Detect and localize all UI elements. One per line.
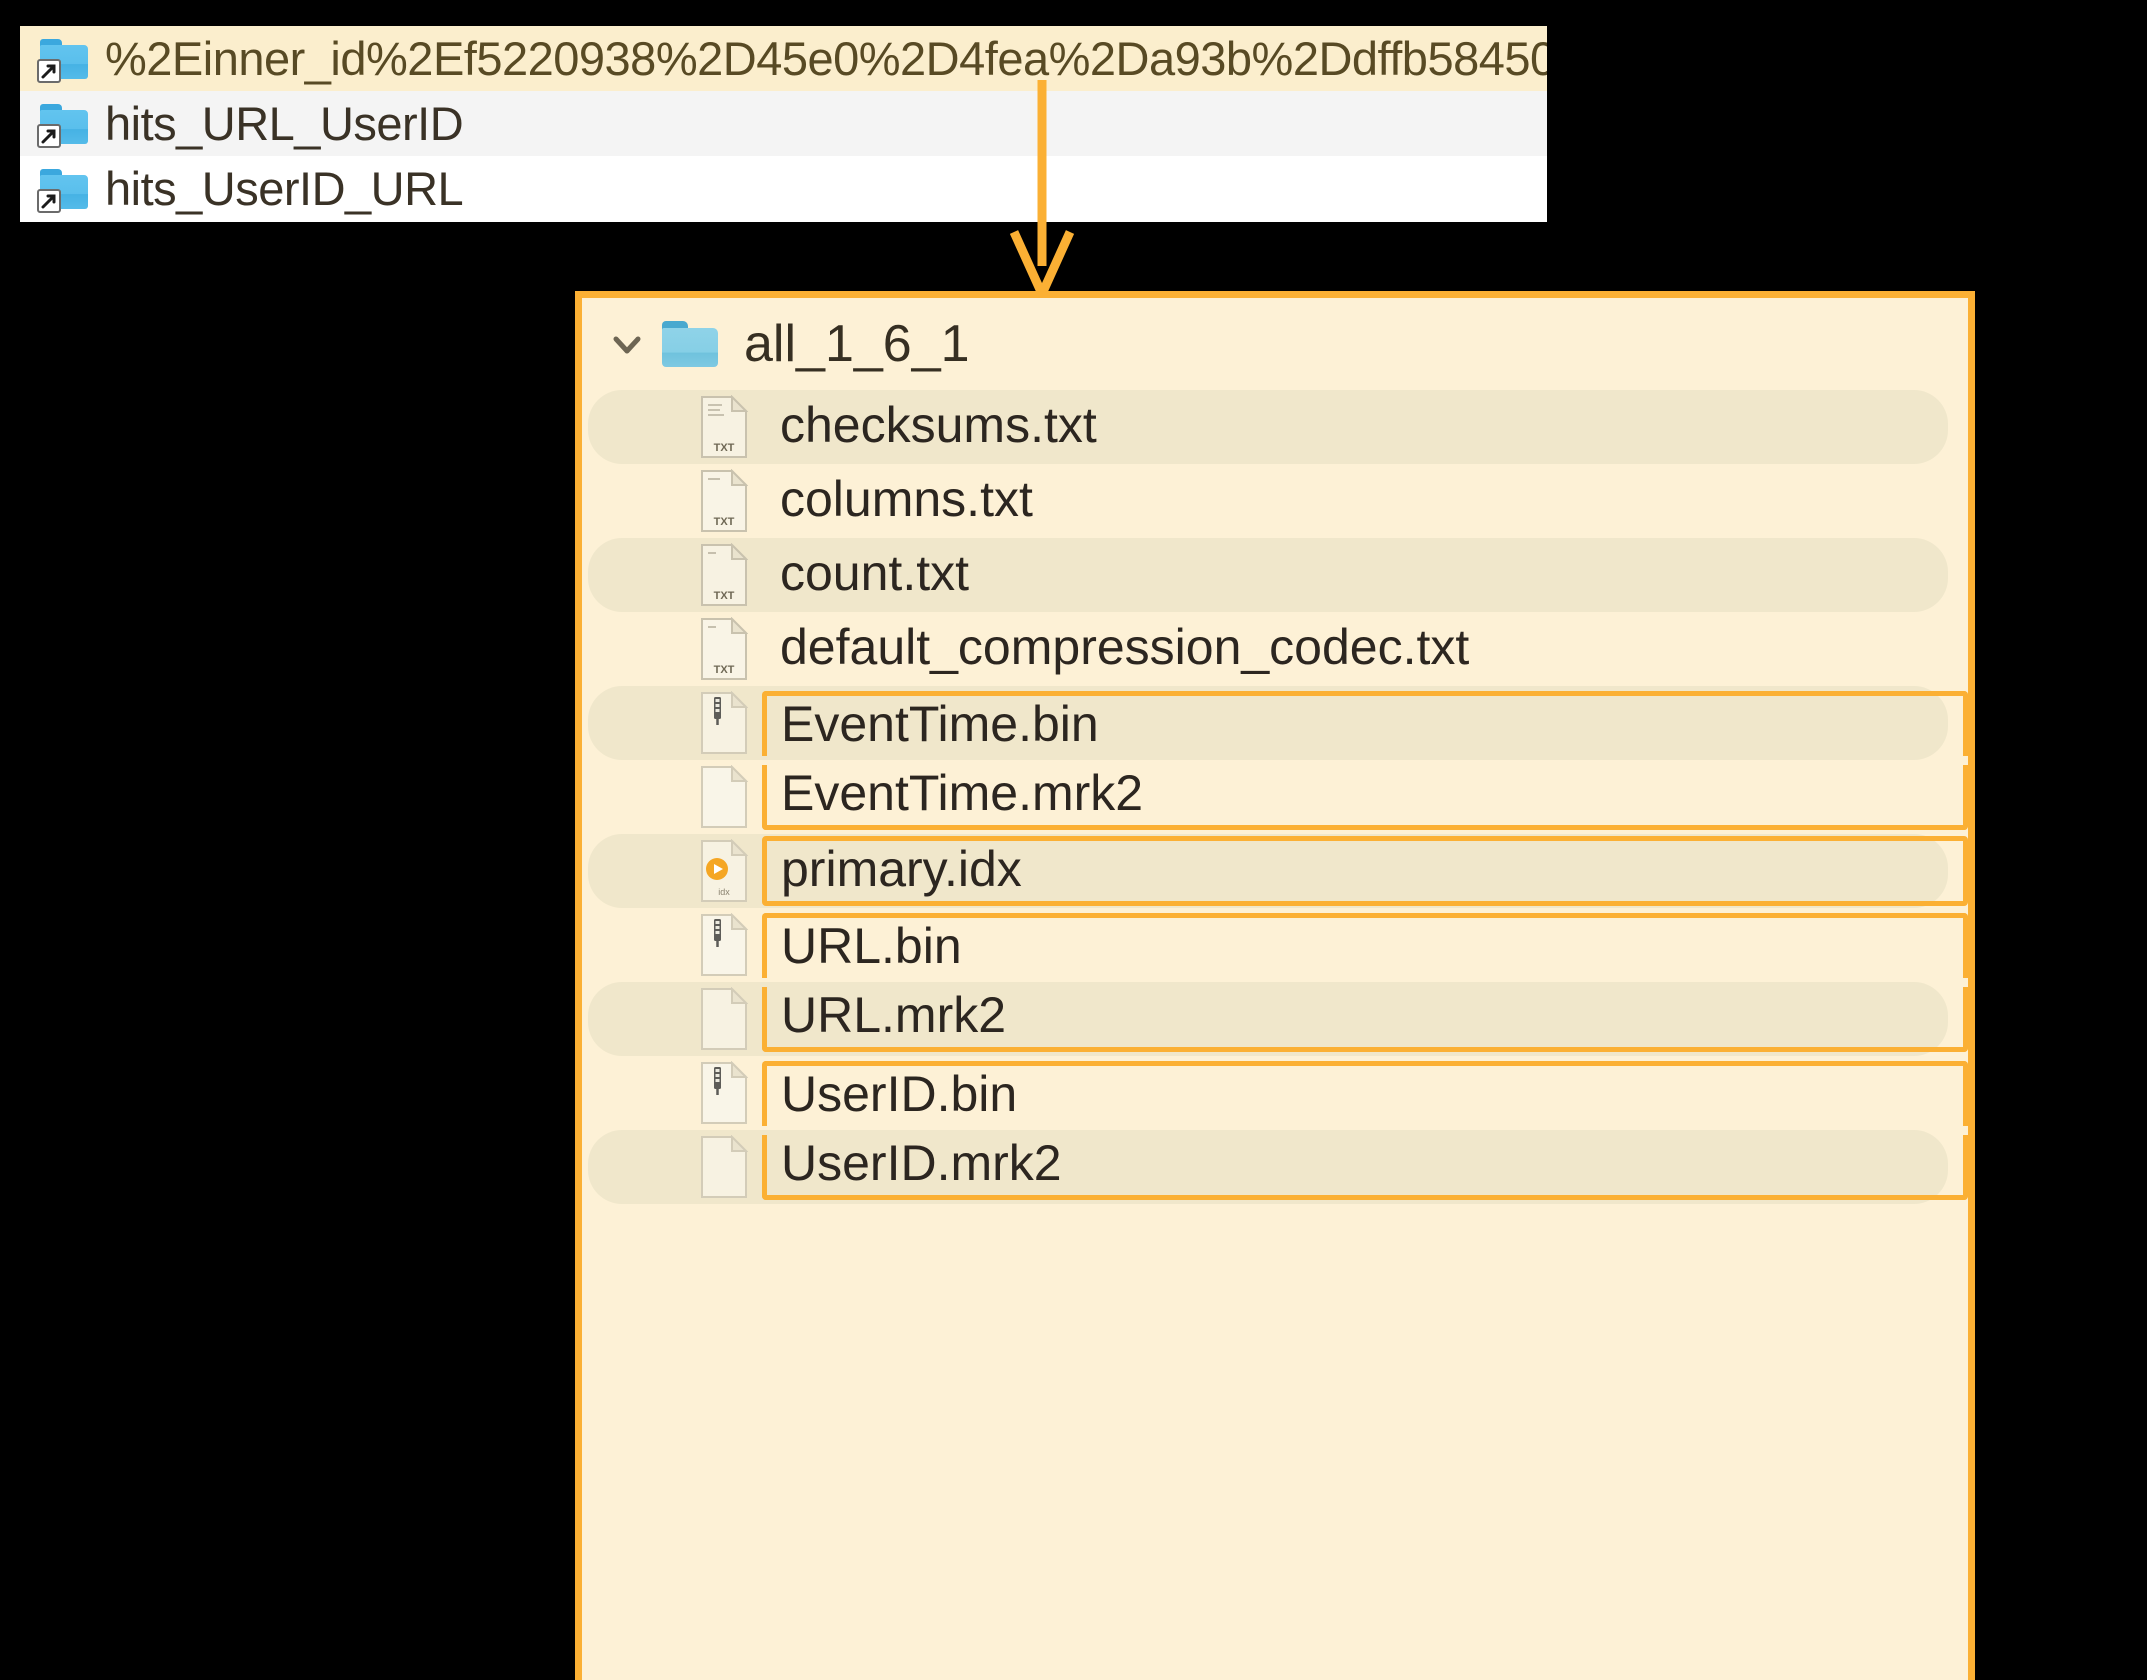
list-item[interactable]: hits_URL_UserID: [20, 91, 1547, 156]
folder-shortcut-icon: [37, 38, 88, 83]
file-name-label: checksums.txt: [780, 397, 1097, 453]
file-name-label: UserID.bin: [762, 1060, 1968, 1126]
list-item-label: hits_UserID_URL: [105, 162, 464, 215]
bin-file-icon: [700, 690, 749, 755]
file-row[interactable]: idx primary.idx: [582, 834, 1968, 908]
file-name-label: default_compression_codec.txt: [780, 619, 1470, 675]
txt-file-icon: TXT: [700, 468, 749, 533]
file-row[interactable]: EventTime.mrk2: [582, 760, 1968, 834]
top-file-list-panel: %2Einner_id%2Ef5220938%2D45e0%2D4fea%2Da…: [20, 26, 1547, 222]
blank-file-icon: [700, 1134, 749, 1199]
file-name-label: primary.idx: [762, 836, 1968, 906]
file-name-label: EventTime.bin: [762, 690, 1968, 756]
file-row[interactable]: URL.mrk2: [582, 982, 1968, 1056]
bin-file-icon: [700, 912, 749, 977]
tree-root-label: all_1_6_1: [744, 315, 970, 373]
file-row[interactable]: TXT columns.txt: [582, 464, 1968, 538]
file-name-label: URL.bin: [762, 912, 1968, 978]
panel-bottom-spacer: [582, 1204, 1968, 1214]
blank-file-icon: [700, 764, 749, 829]
file-name-label: EventTime.mrk2: [762, 764, 1968, 830]
folder-shortcut-icon: [37, 168, 88, 213]
folder-icon: [662, 321, 718, 367]
list-item[interactable]: %2Einner_id%2Ef5220938%2D45e0%2D4fea%2Da…: [20, 26, 1547, 91]
list-item-label: hits_URL_UserID: [105, 97, 464, 150]
file-row[interactable]: TXT count.txt: [582, 538, 1968, 612]
svg-text:idx: idx: [718, 887, 730, 897]
blank-file-icon: [700, 986, 749, 1051]
file-name-label: UserID.mrk2: [762, 1134, 1968, 1200]
txt-file-icon: TXT: [700, 542, 749, 607]
chevron-down-icon[interactable]: [604, 321, 650, 367]
txt-file-icon: TXT: [700, 616, 749, 681]
file-row[interactable]: UserID.mrk2: [582, 1130, 1968, 1204]
file-row[interactable]: EventTime.bin: [582, 686, 1968, 760]
file-name-label: columns.txt: [780, 471, 1033, 527]
file-row[interactable]: TXT checksums.txt: [582, 390, 1968, 464]
svg-text:TXT: TXT: [714, 590, 735, 602]
svg-text:TXT: TXT: [714, 442, 735, 454]
svg-text:TXT: TXT: [714, 664, 735, 676]
list-item[interactable]: hits_UserID_URL: [20, 156, 1547, 221]
list-item-label: %2Einner_id%2Ef5220938%2D45e0%2D4fea%2Da…: [105, 32, 1547, 85]
bin-file-icon: [700, 1060, 749, 1125]
file-name-label: URL.mrk2: [762, 986, 1968, 1052]
file-row[interactable]: TXT default_compression_codec.txt: [582, 612, 1968, 686]
tree-root-row[interactable]: all_1_6_1: [582, 298, 1968, 390]
txt-file-icon: TXT: [700, 394, 749, 459]
file-row[interactable]: UserID.bin: [582, 1056, 1968, 1130]
directory-tree-panel: all_1_6_1 TXT checksums.txt: [575, 291, 1975, 1680]
folder-shortcut-icon: [37, 103, 88, 148]
file-name-label: count.txt: [780, 545, 969, 601]
idx-file-icon: idx: [700, 838, 749, 903]
file-row[interactable]: URL.bin: [582, 908, 1968, 982]
svg-text:TXT: TXT: [714, 516, 735, 528]
